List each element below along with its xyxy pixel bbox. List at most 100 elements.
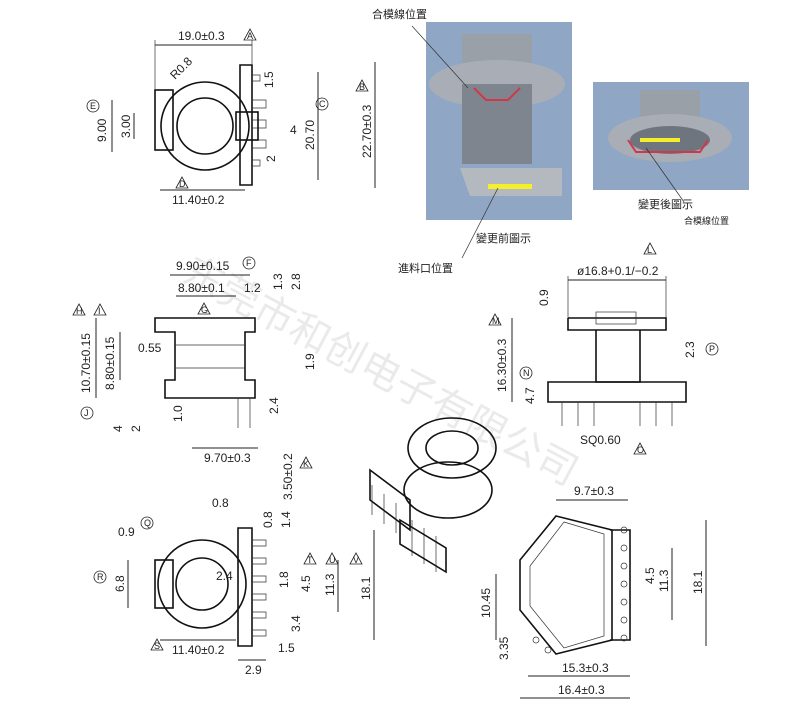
dim-09-right: 0.9 <box>537 289 551 306</box>
dim-4: 4 <box>290 123 297 137</box>
dim-970: 9.70±0.3 <box>204 451 251 465</box>
dim-24: 2.4 <box>267 397 281 414</box>
pin-rail <box>239 64 253 186</box>
dim-113-pcb: 11.3 <box>657 569 671 592</box>
right-upper-flange <box>567 317 667 383</box>
dim-10: 1.0 <box>171 405 185 422</box>
tag-u: U <box>329 555 336 565</box>
dim-113-bottom: 11.3 <box>323 573 337 596</box>
view-pcb: 9.7±0.3 4.5 11.3 18.1 10.45 3.35 15.3±0.… <box>479 484 707 699</box>
dim-34: 3.4 <box>289 615 303 632</box>
dim-sq060: SQ0.60 <box>580 433 621 447</box>
dim-14: 1.4 <box>279 511 293 528</box>
bottom-flange-outline <box>157 539 247 629</box>
dim-2: 2 <box>264 155 278 162</box>
bottom-tab-left <box>154 559 174 609</box>
tag-s: S <box>154 641 160 651</box>
dim-47: 4.7 <box>523 387 537 404</box>
dim-15-bottom: 1.5 <box>278 641 295 655</box>
bobbin-side-outline <box>154 317 256 399</box>
mold-line-after <box>627 139 709 153</box>
dim-4-front: 4 <box>111 425 125 432</box>
pin-tab-left <box>154 89 174 151</box>
dim-08-b: 0.8 <box>261 511 275 528</box>
dim-1045: 10.45 <box>479 588 493 618</box>
bottom-bore <box>175 557 229 611</box>
dim-300: 3.00 <box>119 114 133 138</box>
dim-181-pcb: 18.1 <box>691 570 705 594</box>
dim-r08: R0.8 <box>167 54 195 82</box>
tag-n: N <box>523 368 530 378</box>
view-right: ø16.8+0.1/−0.2 0.9 16.30±0.3 2.3 4.7 SQ0… <box>488 242 719 455</box>
dim-45-bottom: 4.5 <box>299 575 313 592</box>
tag-l: L <box>647 245 652 255</box>
bottom-pin-rail <box>237 527 253 647</box>
tag-b: B <box>359 82 365 92</box>
tag-i: I <box>98 306 101 316</box>
tag-e: E <box>90 101 96 111</box>
view-top-left: 19.0±0.3 R0.8 9.00 3.00 1.5 20.70 22.70±… <box>86 28 376 207</box>
dim-1140-bottom: 11.40±0.2 <box>172 643 225 657</box>
tag-h: H <box>76 306 83 316</box>
dim-350: 3.50±0.2 <box>281 453 295 500</box>
label-gate-position: 進料口位置 <box>398 261 453 275</box>
dim-153: 15.3±0.3 <box>562 661 609 675</box>
tag-g: G <box>201 305 208 315</box>
dim-68: 6.8 <box>113 575 127 592</box>
dim-900: 9.00 <box>95 118 109 142</box>
tag-j: J <box>84 408 89 418</box>
dim-2270: 22.70±0.3 <box>360 104 374 158</box>
dim-28: 2.8 <box>289 273 303 290</box>
dim-2-front: 2 <box>129 425 143 432</box>
dim-181-bottom: 18.1 <box>359 576 373 600</box>
dim-990: 9.90±0.15 <box>176 259 230 273</box>
dim-width-19: 19.0±0.3 <box>178 29 225 43</box>
label-mold-line-top: 合模線位置 <box>372 7 427 21</box>
pcb-pin-strip <box>610 529 631 641</box>
dim-13: 1.3 <box>271 273 285 290</box>
dim-97: 9.7±0.3 <box>574 484 614 498</box>
dim-880-top: 8.80±0.1 <box>178 281 225 295</box>
dim-1070: 10.70±0.15 <box>79 333 93 393</box>
tag-p: P <box>709 344 715 354</box>
dim-45-pcb: 4.5 <box>643 567 657 584</box>
tag-v: V <box>353 555 359 565</box>
label-after-change: 變更後圖示 <box>638 197 693 211</box>
dim-12: 1.2 <box>244 281 261 295</box>
tag-t: T <box>307 555 313 565</box>
tag-m: M <box>492 316 500 326</box>
photo-after <box>593 82 749 190</box>
tag-d: D <box>179 179 186 189</box>
dim-164: 16.4±0.3 <box>558 683 605 697</box>
dim-24-bottom: 2.4 <box>216 569 233 583</box>
right-lower-flange <box>547 381 687 403</box>
dim-09: 0.9 <box>118 525 135 539</box>
pcb-body-outline <box>519 515 613 655</box>
dim-23: 2.3 <box>683 341 697 358</box>
dim-18: 1.8 <box>277 571 291 588</box>
tag-r: R <box>97 572 104 582</box>
dim-dia-168: ø16.8+0.1/−0.2 <box>577 264 659 278</box>
dim-29: 2.9 <box>245 663 262 677</box>
dim-19: 1.9 <box>303 353 317 370</box>
tag-k: K <box>303 459 309 469</box>
dim-1140-top: 11.40±0.2 <box>172 193 225 207</box>
tag-a: A <box>247 31 253 41</box>
tag-o: O <box>637 445 644 455</box>
dim-1630: 16.30±0.3 <box>495 338 509 392</box>
bobbin-flange-outline <box>160 81 250 171</box>
dim-08-a: 0.8 <box>212 496 229 510</box>
dim-335: 3.35 <box>497 636 511 660</box>
pin-block <box>235 111 259 141</box>
view-front-left: 9.90±0.15 8.80±0.1 1.2 1.3 2.8 10.70±0.1… <box>72 256 317 465</box>
tag-q: Q <box>144 518 151 528</box>
mold-line-before <box>473 87 521 101</box>
tag-f: F <box>246 258 252 268</box>
bobbin-bore <box>176 97 234 155</box>
tag-c: C <box>319 99 326 109</box>
view-bottom-left: 3.50±0.2 0.8 0.8 1.4 0.9 6.8 2.4 1.8 4.5… <box>93 453 375 677</box>
dim-15: 1.5 <box>262 71 276 88</box>
dim-055: 0.55 <box>138 341 162 355</box>
